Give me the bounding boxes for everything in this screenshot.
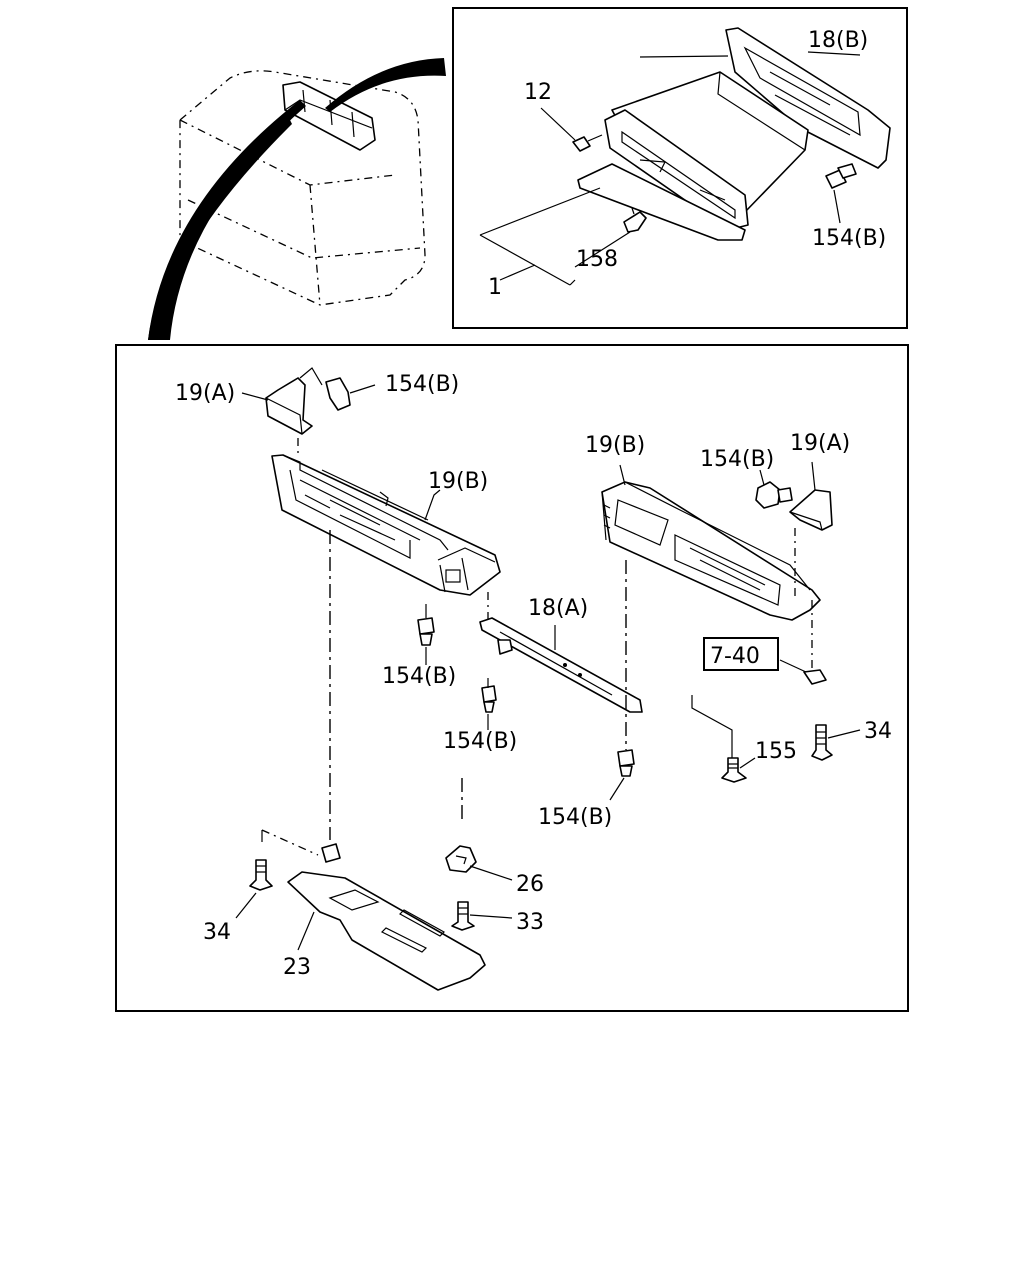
lamp-holder-26 bbox=[445, 845, 477, 873]
callout-33: 33 bbox=[516, 910, 544, 935]
connector-part bbox=[803, 669, 827, 685]
callout-34-left: 34 bbox=[203, 920, 231, 945]
callout-154b-inset: 154(B) bbox=[812, 226, 886, 251]
ref-box bbox=[703, 637, 779, 671]
crossbar-18a bbox=[479, 617, 643, 713]
callout-154b-right: 154(B) bbox=[700, 447, 774, 472]
right-bolt-154b bbox=[755, 481, 793, 509]
callout-26: 26 bbox=[516, 872, 544, 897]
callout-1-inset: 1 bbox=[488, 275, 502, 300]
left-bolt-154b bbox=[417, 604, 435, 646]
lower-bolt-154b bbox=[617, 749, 635, 777]
callout-154b-top: 154(B) bbox=[385, 372, 459, 397]
callout-19a-left: 19(A) bbox=[175, 381, 235, 406]
left-console-19b bbox=[271, 454, 501, 596]
right-screw-34 bbox=[811, 724, 833, 761]
right-bracket-19a bbox=[789, 489, 833, 531]
ref-box-label: 7-40 bbox=[710, 644, 760, 669]
inset-console-assembly bbox=[479, 27, 891, 286]
callout-19a-right: 19(A) bbox=[790, 431, 850, 456]
callout-155: 155 bbox=[755, 739, 797, 764]
callout-19b-left: 19(B) bbox=[428, 469, 488, 494]
left-screw-34 bbox=[249, 859, 273, 891]
callout-23: 23 bbox=[283, 955, 311, 980]
callout-154b-left: 154(B) bbox=[382, 664, 456, 689]
screw-155 bbox=[721, 757, 747, 783]
inset-frame bbox=[452, 7, 908, 329]
callout-34-right: 34 bbox=[864, 719, 892, 744]
callout-158-inset: 158 bbox=[576, 247, 618, 272]
screw-33 bbox=[451, 901, 475, 931]
main-frame bbox=[115, 344, 909, 1012]
zoom-arrow-upper bbox=[325, 58, 446, 112]
callout-18a: 18(A) bbox=[528, 596, 588, 621]
callout-154b-middle: 154(B) bbox=[443, 729, 517, 754]
cab-overview bbox=[148, 58, 446, 340]
zoom-arrow-lower bbox=[148, 100, 306, 340]
right-console-19b bbox=[601, 481, 821, 621]
middle-bolt-154b bbox=[481, 678, 497, 713]
callout-154b-lower: 154(B) bbox=[538, 805, 612, 830]
callout-12-inset: 12 bbox=[524, 80, 552, 105]
left-bracket-19a bbox=[265, 367, 376, 435]
callout-18b-inset: 18(B) bbox=[808, 28, 868, 53]
callout-19b-right: 19(B) bbox=[585, 433, 645, 458]
clip-on-cover bbox=[321, 843, 341, 863]
cover-23 bbox=[287, 871, 486, 991]
